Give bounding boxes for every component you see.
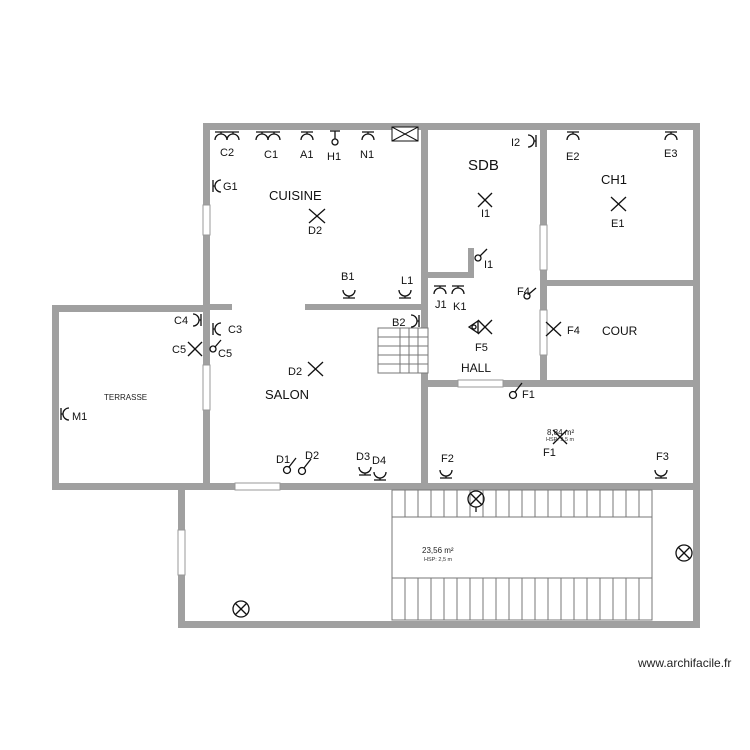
- label-f1-wall: F1: [522, 389, 535, 401]
- label-d2-kitchen: D2: [308, 225, 322, 237]
- switch-icon: [508, 382, 523, 400]
- ceiling-light-icons: [187, 192, 627, 445]
- switch-icon: [474, 248, 488, 262]
- label-l1: L1: [401, 275, 413, 287]
- outlet-icon: [451, 285, 465, 295]
- switch-icon: [330, 130, 340, 146]
- ceiling-light-icon: [477, 319, 493, 335]
- label-i1-wall: I1: [484, 259, 493, 271]
- round-light-icon: [232, 600, 250, 618]
- garage-area: 23,56 m²: [422, 546, 454, 555]
- round-light-icons: [232, 490, 693, 618]
- outlet-icon: [60, 407, 70, 421]
- switch-icon: [209, 339, 222, 353]
- room-label-sdb: SDB: [468, 157, 499, 174]
- outlet-icon: [212, 322, 222, 336]
- label-c2: C2: [220, 147, 234, 159]
- outlet-icon: [192, 313, 202, 327]
- label-i2: I2: [511, 137, 520, 149]
- ceiling-light-icon: [307, 361, 324, 377]
- label-c4: C4: [174, 315, 188, 327]
- hall-hsp: HSP: 2,5 m: [546, 437, 575, 443]
- outlet-icon: [527, 134, 537, 148]
- label-c1: C1: [264, 149, 278, 161]
- outlet-icon: [439, 469, 453, 479]
- outlet-icon: [358, 466, 372, 476]
- round-light-icon: [467, 490, 485, 512]
- watermark: www.archifacile.fr: [637, 656, 731, 670]
- outlet-icon: [342, 289, 356, 299]
- outlet-icon: [267, 131, 281, 141]
- switch-icon: [523, 287, 537, 300]
- outlet-icon: [300, 131, 314, 141]
- label-b1: B1: [341, 271, 354, 283]
- salon-stair: [377, 327, 429, 374]
- outlet-icon: [398, 289, 412, 299]
- outlet-icon: [654, 469, 668, 479]
- ceiling-light-icon: [477, 192, 493, 208]
- switch-icon: [297, 458, 312, 476]
- room-label-ch1: CH1: [601, 172, 627, 187]
- label-b2: B2: [392, 317, 405, 329]
- outlet-icon: [664, 131, 678, 141]
- label-g1: G1: [223, 181, 238, 193]
- label-j1: J1: [435, 299, 447, 311]
- label-f1-center: F1: [543, 447, 556, 459]
- outlet-icon: [361, 131, 375, 141]
- room-label-terrasse: TERRASSE: [104, 393, 147, 402]
- garage-stair: [391, 489, 653, 621]
- label-m1: M1: [72, 411, 87, 423]
- label-f2: F2: [441, 453, 454, 465]
- outlet-icon: [410, 314, 420, 328]
- outlet-icon: [226, 131, 240, 141]
- room-label-salon: SALON: [265, 387, 309, 402]
- label-f5: F5: [475, 342, 488, 354]
- label-a1: A1: [300, 149, 313, 161]
- ceiling-light-icon: [545, 321, 562, 337]
- hall-area: 8,84 m²: [547, 428, 574, 437]
- switch-icons: [209, 130, 537, 476]
- label-i1-center: I1: [481, 208, 490, 220]
- garage-hsp: HSP: 2,5 m: [424, 557, 453, 563]
- label-d3: D3: [356, 451, 370, 463]
- outlet-icons: [60, 131, 678, 481]
- windows: [177, 204, 548, 576]
- room-label-cour: COUR: [602, 324, 638, 338]
- label-d2-bottom: D2: [305, 450, 319, 462]
- label-d2-salon: D2: [288, 366, 302, 378]
- ceiling-light-icon: [610, 196, 627, 212]
- label-h1: H1: [327, 151, 341, 163]
- outlet-icon: [373, 471, 387, 481]
- label-c3: C3: [228, 324, 242, 336]
- label-d4: D4: [372, 455, 386, 467]
- label-d1: D1: [276, 454, 290, 466]
- round-light-icon: [675, 544, 693, 562]
- label-n1: N1: [360, 149, 374, 161]
- label-f3: F3: [656, 451, 669, 463]
- label-c5-left: C5: [172, 344, 186, 356]
- label-e1: E1: [611, 218, 624, 230]
- room-label-cuisine: CUISINE: [269, 188, 322, 203]
- wall-light-icon: [467, 319, 479, 335]
- room-label-hall: HALL: [461, 361, 491, 375]
- switch-icon: [282, 457, 297, 475]
- outlet-icon: [212, 179, 222, 193]
- label-c5-right: C5: [218, 348, 232, 360]
- label-k1: K1: [453, 301, 466, 313]
- outlet-icon: [566, 131, 580, 141]
- label-f4-right: F4: [567, 325, 580, 337]
- label-f4-top: F4: [517, 286, 530, 298]
- outlet-icon: [433, 285, 447, 295]
- label-e3: E3: [664, 148, 677, 160]
- vent-icon: [391, 126, 419, 142]
- ceiling-light-icon: [552, 429, 568, 445]
- label-e2: E2: [566, 151, 579, 163]
- outlet-icon: [255, 131, 269, 141]
- ceiling-light-icon: [308, 208, 326, 224]
- ceiling-light-icon: [187, 341, 203, 357]
- outlet-icon: [214, 131, 228, 141]
